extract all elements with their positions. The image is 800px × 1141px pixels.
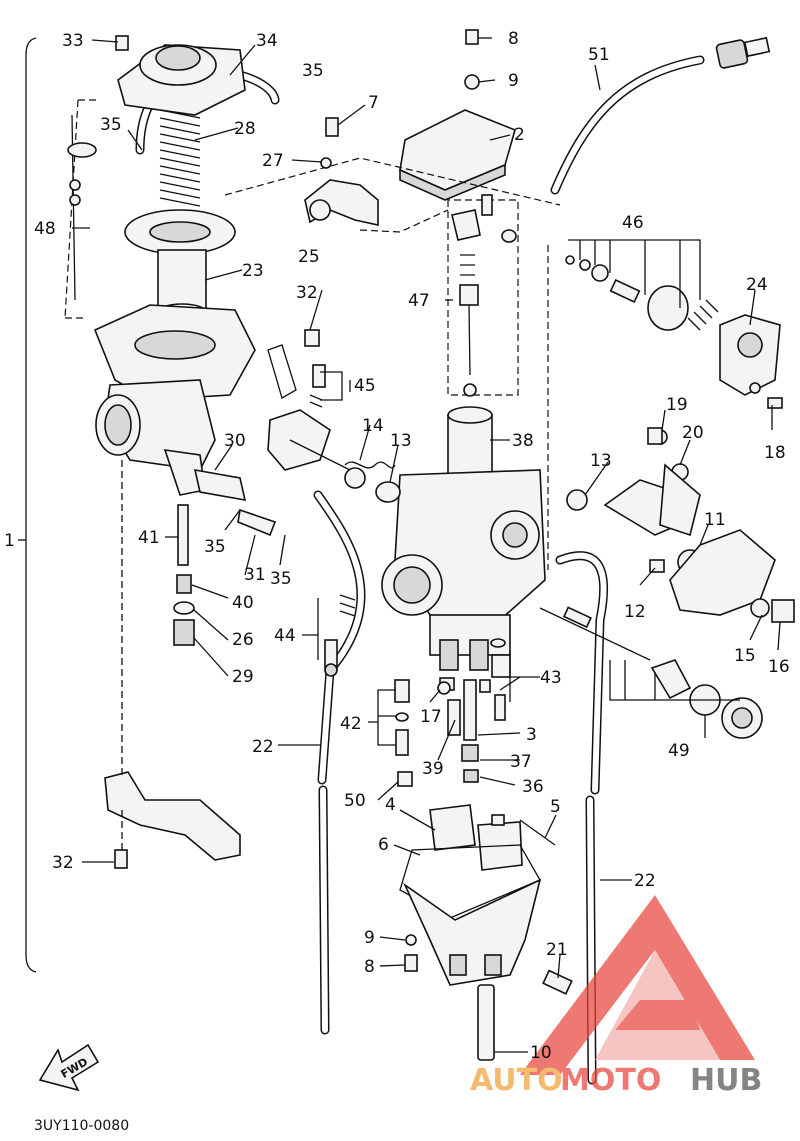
callout-5: 5 (550, 797, 561, 817)
leader-lines (18, 37, 781, 1053)
callout-14: 14 (362, 416, 384, 436)
callout-16: 16 (768, 657, 790, 677)
callout-6: 6 (378, 835, 389, 855)
callout-2: 2 (514, 125, 525, 145)
callout-32b: 32 (52, 853, 74, 873)
callout-43: 43 (540, 668, 562, 688)
callout-labels: 1 2 3 4 5 6 7 8 8 9 9 10 11 12 13 13 14 … (4, 29, 790, 1063)
callout-41: 41 (138, 528, 160, 548)
callout-19: 19 (666, 395, 688, 415)
float-bowl-group (399, 804, 573, 995)
callout-13b: 13 (590, 451, 612, 471)
watermark-auto: AUTO (470, 1063, 563, 1098)
throttle-levers (566, 429, 795, 623)
springs-center (344, 461, 401, 503)
main-carb-body (381, 406, 546, 671)
callout-35d: 35 (270, 569, 292, 589)
watermark-triangle (520, 895, 755, 1075)
callout-27: 27 (262, 151, 284, 171)
callout-42: 42 (340, 714, 362, 734)
callout-46: 46 (622, 213, 644, 233)
callout-26: 26 (232, 630, 254, 650)
callout-15: 15 (734, 646, 756, 666)
callout-21: 21 (546, 940, 568, 960)
callout-51: 51 (588, 45, 610, 65)
callout-11: 11 (704, 510, 726, 530)
callout-8a: 8 (508, 29, 519, 49)
callout-40: 40 (232, 593, 254, 613)
callout-47: 47 (408, 291, 430, 311)
vacuum-chamber-group (93, 44, 256, 496)
callout-4: 4 (385, 795, 396, 815)
callout-1: 1 (4, 531, 15, 551)
callout-32a: 32 (296, 283, 318, 303)
callout-37: 37 (510, 752, 532, 772)
callout-18: 18 (764, 443, 786, 463)
callout-49: 49 (668, 741, 690, 761)
callout-25: 25 (298, 247, 320, 267)
callout-29: 29 (232, 667, 254, 687)
watermark-hub: HUB (690, 1063, 762, 1098)
callout-35a: 35 (302, 61, 324, 81)
callout-3: 3 (526, 725, 537, 745)
needle-set-48 (64, 99, 100, 319)
callout-35b: 35 (100, 115, 122, 135)
callout-50: 50 (344, 791, 366, 811)
left-hardware (173, 409, 331, 646)
callout-33: 33 (62, 31, 84, 51)
callout-7: 7 (368, 93, 379, 113)
diagram-code: 3UY110-0080 (34, 1118, 129, 1134)
jets-screws (309, 364, 511, 787)
callout-17: 17 (420, 707, 442, 727)
callout-24: 24 (746, 275, 768, 295)
adjuster-49 (539, 606, 763, 739)
callout-30: 30 (224, 431, 246, 451)
callout-22b: 22 (634, 871, 656, 891)
watermark-logo: AUTO MOTO HUB (470, 895, 762, 1098)
hoses (135, 36, 771, 1085)
callout-13a: 13 (390, 431, 412, 451)
callout-44: 44 (274, 626, 296, 646)
callout-34: 34 (256, 31, 278, 51)
callout-45: 45 (354, 376, 376, 396)
small-bolts (115, 29, 663, 695)
callout-10: 10 (530, 1043, 552, 1063)
fwd-arrow: FWD (38, 1043, 100, 1092)
callout-8b: 8 (364, 957, 375, 977)
callout-20: 20 (682, 423, 704, 443)
callout-48: 48 (34, 219, 56, 239)
callout-22a: 22 (252, 737, 274, 757)
top-cover-group (224, 109, 561, 233)
assembly-bracket (25, 37, 37, 973)
callout-28: 28 (234, 119, 256, 139)
accel-pump-group (547, 245, 783, 570)
callout-9a: 9 (508, 71, 519, 91)
callout-36: 36 (522, 777, 544, 797)
callout-38: 38 (512, 431, 534, 451)
mount-bracket (104, 460, 241, 869)
jet-needle-47 (447, 194, 519, 397)
callout-9b: 9 (364, 928, 375, 948)
callout-35c: 35 (204, 537, 226, 557)
callout-39: 39 (422, 759, 444, 779)
watermark-moto: MOTO (560, 1063, 661, 1098)
callout-12: 12 (624, 602, 646, 622)
callout-31: 31 (244, 565, 266, 585)
callout-23: 23 (242, 261, 264, 281)
